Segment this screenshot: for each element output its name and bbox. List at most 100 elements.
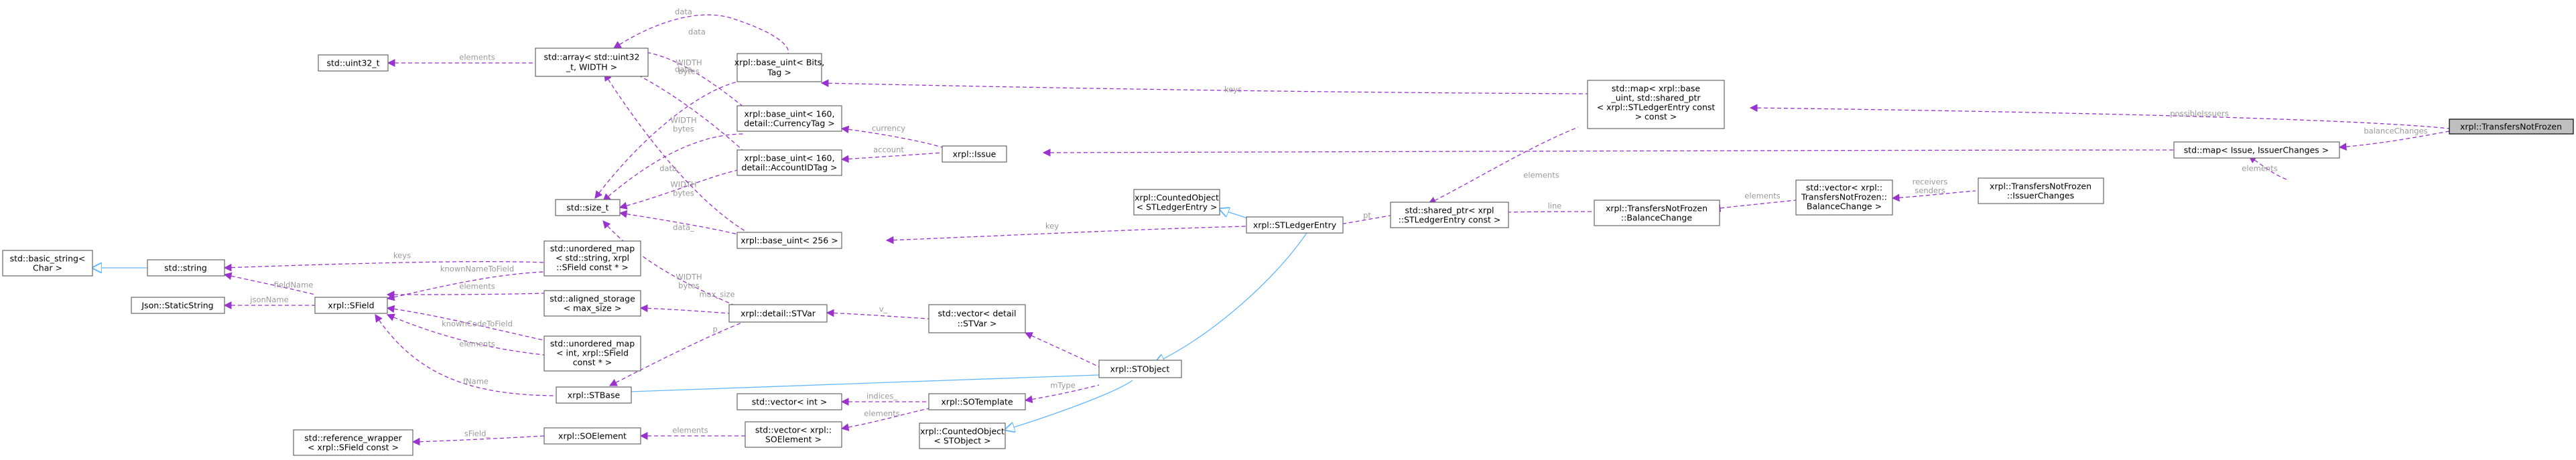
label-width-3: WIDTH	[670, 180, 696, 189]
node-stdarray[interactable]: std::array< std::uint32 _t, WIDTH >	[535, 48, 649, 77]
node-map-baseuint[interactable]: std::map< xrpl::base _uint, std::shared_…	[1587, 80, 1725, 129]
edge-sizet-stvar: WIDTH bytes max_size	[602, 220, 745, 310]
svg-text:std::map< Issue, IssuerChanges: std::map< Issue, IssuerChanges >	[2184, 145, 2329, 155]
svg-text:_uint, std::shared_ptr: _uint, std::shared_ptr	[1611, 93, 1701, 103]
edge-soelement-vector: elements	[639, 426, 745, 440]
svg-text:::STVar >: ::STVar >	[958, 319, 997, 329]
node-stbase[interactable]: xrpl::STBase	[556, 386, 632, 404]
edge-baseuint-data: data	[613, 7, 789, 54]
node-refwrapper[interactable]: std::reference_wrapper < xrpl::SField co…	[293, 429, 413, 456]
inherit-stobject-counted	[1005, 380, 1133, 430]
edge-string-keys: keys	[223, 251, 545, 272]
edge-vectorint-sotemplate: indices_	[840, 392, 929, 406]
edge-sfield-unorderedstring: knownNameToField	[386, 264, 545, 301]
node-transfersnotfrozen[interactable]: xrpl::TransfersNotFrozen	[2449, 119, 2574, 135]
node-baseuint-bits[interactable]: xrpl::base_uint< Bits, Tag >	[734, 53, 825, 82]
label-bytes-4: bytes	[678, 281, 700, 291]
inherit-stobject-stbase	[611, 374, 1100, 392]
svg-text:< STLedgerEntry >: < STLedgerEntry >	[1137, 202, 1218, 212]
svg-text:Json::StaticString: Json::StaticString	[141, 301, 213, 311]
label-elements-3: elements	[1523, 171, 1559, 180]
edge-json-sfield: jsonName	[223, 295, 315, 309]
edge-vector-balancechange: elements	[1712, 191, 1797, 212]
node-map-issuerchanges[interactable]: std::map< Issue, IssuerChanges >	[2173, 141, 2340, 159]
edge-sfield-elements-string: elements	[386, 282, 545, 299]
label-elements-1: elements	[2242, 164, 2277, 173]
label-width-2: WIDTH	[670, 116, 696, 125]
svg-text:detail::AccountIDTag >: detail::AccountIDTag >	[742, 163, 838, 173]
label-knowncodetofield: knownCodeToField	[442, 319, 513, 329]
node-issue[interactable]: xrpl::Issue	[942, 145, 1007, 163]
node-balancechange[interactable]: xrpl::TransfersNotFrozen ::BalanceChange	[1594, 200, 1720, 226]
edge-transfersnotfrozen-balancechanges: balanceChanges	[2338, 127, 2450, 151]
label-keys-1: keys	[1224, 85, 1242, 94]
svg-text:std::vector< detail: std::vector< detail	[938, 309, 1017, 319]
node-alignedstorage[interactable]: std::aligned_storage < max_size >	[543, 290, 641, 317]
node-unordered-int[interactable]: std::unordered_map < int, xrpl::SField c…	[543, 335, 641, 372]
label-mtype: mType	[1050, 381, 1076, 390]
node-baseuint-256[interactable]: xrpl::base_uint< 256 >	[736, 232, 842, 249]
svg-text:xrpl::STLedgerEntry: xrpl::STLedgerEntry	[1253, 220, 1337, 230]
svg-text:< max_size >: < max_size >	[564, 303, 622, 313]
node-issuerchanges[interactable]: xrpl::TransfersNotFrozen ::IssuerChanges	[1978, 177, 2104, 204]
node-vector-soelement[interactable]: std::vector< xrpl:: SOElement >	[745, 421, 842, 448]
node-sharedptr[interactable]: std::shared_ptr< xrpl ::STLedgerEntry co…	[1390, 202, 1509, 228]
svg-text:xrpl::TransfersNotFrozen: xrpl::TransfersNotFrozen	[1606, 204, 1708, 214]
node-stdstring[interactable]: std::string	[147, 259, 225, 277]
node-unordered-string[interactable]: std::unordered_map < std::string, xrpl :…	[543, 240, 641, 277]
node-sfield[interactable]: xrpl::SField	[314, 297, 388, 314]
node-vector-stvar[interactable]: std::vector< detail ::STVar >	[928, 304, 1026, 333]
edge-map-issuerchanges: elements	[2242, 155, 2289, 181]
edge-stledgerentry-baseuint256: key	[885, 222, 1247, 244]
label-data-underscore-2: data_	[659, 164, 681, 173]
edge-stbase-stvar: p_	[608, 321, 746, 386]
edge-stobject-vectorstvar	[1024, 332, 1100, 368]
label-indices: indices_	[866, 392, 897, 401]
svg-text:std::aligned_storage: std::aligned_storage	[550, 294, 635, 304]
node-sizet[interactable]: std::size_t	[555, 199, 621, 216]
edge-sizet-256: data_	[619, 210, 745, 236]
label-width-1: WIDTH	[675, 58, 702, 68]
node-stvar[interactable]: xrpl::detail::STVar	[728, 304, 828, 323]
node-vector-int[interactable]: std::vector< int >	[736, 393, 842, 410]
svg-text:Char >: Char >	[33, 263, 62, 273]
node-counted-stobject[interactable]: xrpl::CountedObject < STObject >	[919, 423, 1006, 449]
label-data-1: data	[675, 7, 692, 17]
node-baseuint-account[interactable]: xrpl::base_uint< 160, detail::AccountIDT…	[736, 149, 842, 176]
label-elements-5: elements	[864, 409, 899, 418]
svg-text:detail::CurrencyTag >: detail::CurrencyTag >	[744, 119, 834, 129]
svg-text:std::basic_string<: std::basic_string<	[10, 254, 86, 264]
svg-text:::BalanceChange: ::BalanceChange	[1621, 213, 1692, 223]
node-stledgerentry[interactable]: xrpl::STLedgerEntry	[1246, 216, 1344, 234]
node-stobject[interactable]: xrpl::STObject	[1098, 360, 1182, 378]
label-receivers: receivers	[1913, 177, 1948, 187]
label-balancechanges: balanceChanges	[2364, 127, 2427, 136]
node-counted-stledgerentry[interactable]: xrpl::CountedObject < STLedgerEntry >	[1133, 189, 1220, 216]
label-senders: senders	[1915, 186, 1945, 196]
node-baseuint-currency[interactable]: xrpl::base_uint< 160, detail::CurrencyTa…	[736, 105, 842, 132]
node-sotemplate[interactable]: xrpl::SOTemplate	[928, 393, 1026, 410]
svg-text:std::unordered_map: std::unordered_map	[550, 339, 635, 349]
node-jsonstaticstring[interactable]: Json::StaticString	[131, 297, 225, 314]
edge-soTemplate-stobject: mType	[1024, 381, 1100, 404]
svg-text:xrpl::SField: xrpl::SField	[328, 301, 374, 311]
edges: possibleIssuers balanceChanges elements …	[92, 7, 2450, 446]
node-vector-balancechange[interactable]: std::vector< xrpl:: TransfersNotFrozen::…	[1795, 179, 1893, 216]
node-soelement[interactable]: xrpl::SOElement	[543, 427, 641, 445]
svg-text:xrpl::SOElement: xrpl::SOElement	[558, 431, 627, 441]
edge-mapbaseuint-baseuintbits: keys	[820, 79, 1588, 94]
label-elements-6: elements	[672, 426, 708, 435]
node-uint32[interactable]: std::uint32_t	[318, 54, 389, 72]
svg-text:std::shared_ptr< xrpl: std::shared_ptr< xrpl	[1405, 206, 1494, 216]
node-basicstring[interactable]: std::basic_string< Char >	[2, 250, 93, 277]
label-possibleissuers: possibleIssuers	[2170, 109, 2229, 119]
label-elements-4: elements	[459, 53, 495, 62]
svg-text:std::vector< xrpl::: std::vector< xrpl::	[755, 425, 832, 435]
label-account: account	[873, 145, 904, 155]
label-bytes-2: bytes	[673, 125, 694, 134]
label-knownnametofield: knownNameToField	[440, 264, 514, 274]
edge-refwrapper-soelement: sField_	[411, 429, 545, 446]
svg-text:xrpl::Issue: xrpl::Issue	[953, 149, 996, 159]
edge-string-sfield: fieldName	[223, 272, 316, 295]
